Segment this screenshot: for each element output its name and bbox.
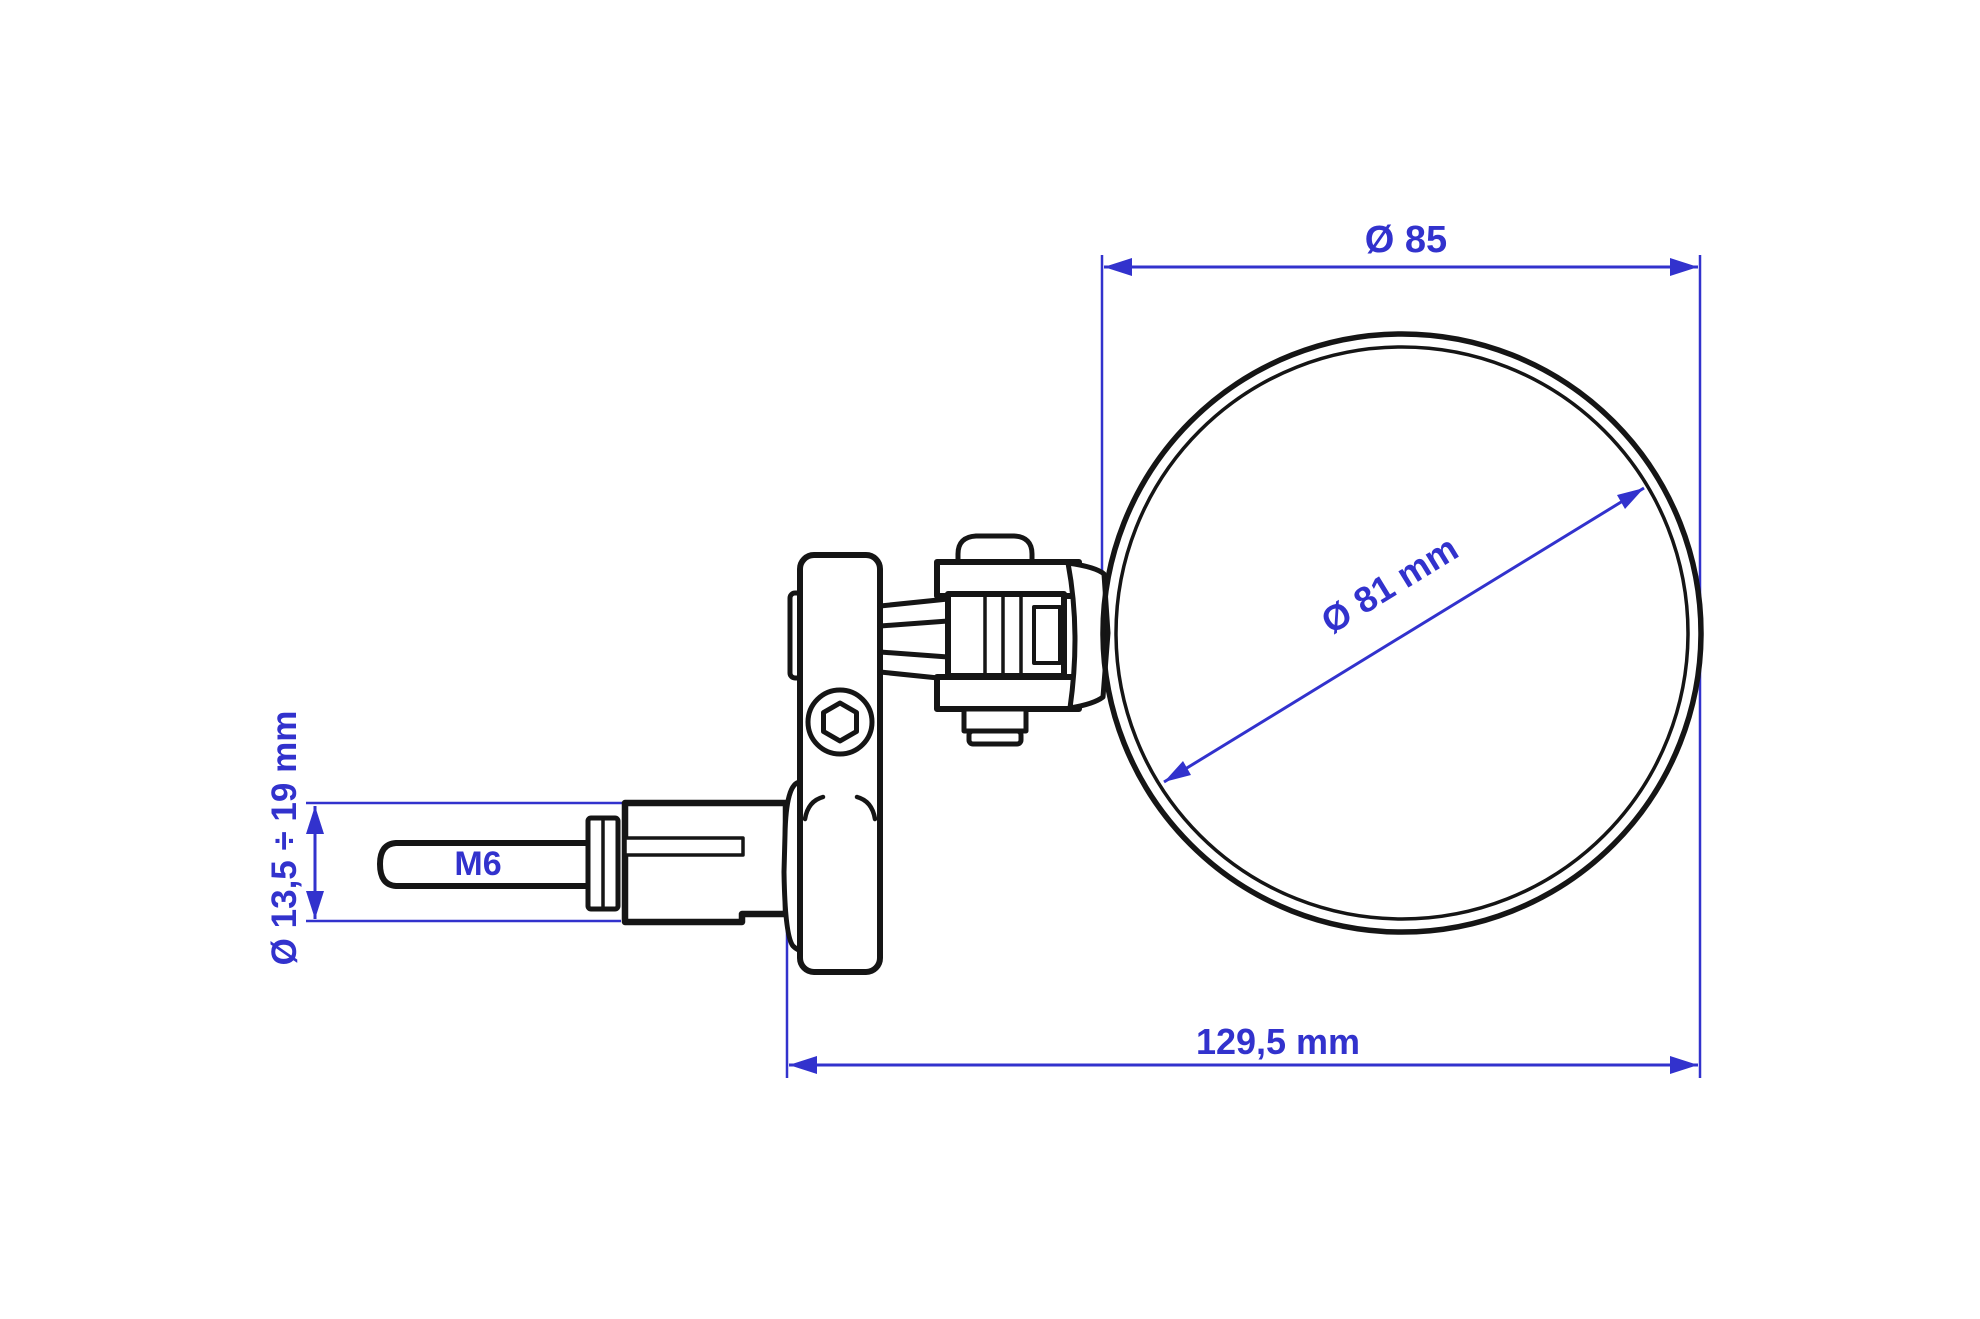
bracket-body — [797, 552, 883, 975]
part-linework — [377, 331, 1704, 975]
arrowhead-lower-icon — [1164, 761, 1191, 782]
dim-label-mirror-diameter: Ø 81 mm — [1314, 527, 1465, 641]
expander-barrel — [621, 799, 790, 926]
hinge-clevis — [934, 533, 1082, 747]
hex-socket-icon — [821, 700, 859, 744]
mirror — [1100, 331, 1704, 935]
mirror-boss — [1065, 560, 1111, 711]
arrowhead-right-icon — [1670, 1056, 1698, 1074]
m6-stud — [377, 840, 595, 889]
dim-label-overall-length: 129,5 mm — [1196, 1021, 1360, 1062]
hinge-nut — [961, 706, 1029, 734]
dimension-mirror-diameter — [1163, 486, 1645, 784]
dome-cap — [955, 533, 1035, 569]
dim-label-outer-diameter: Ø 85 — [1365, 219, 1447, 261]
top-plate — [934, 559, 1082, 599]
dimension-lines — [306, 255, 1702, 1078]
pin-end — [1032, 605, 1062, 665]
arrowhead-left-icon — [1104, 258, 1132, 276]
dimension-clamp-range — [306, 801, 627, 923]
arrowhead-right-icon — [1670, 258, 1698, 276]
barrel-slot — [623, 836, 745, 857]
clamp-bolt — [805, 687, 875, 757]
arrowhead-left-icon — [789, 1056, 817, 1074]
flange-washer — [585, 815, 621, 912]
arrowhead-up-icon — [306, 806, 324, 834]
bottom-plate — [934, 674, 1082, 712]
thread-label: M6 — [454, 845, 501, 883]
fork-arm — [877, 596, 951, 682]
dimension-overall-length — [785, 930, 1698, 1078]
mirror-rim-outer — [1100, 331, 1704, 935]
arrowhead-upper-icon — [1617, 488, 1644, 509]
hinge-washer — [966, 728, 1024, 747]
dimension-line — [1163, 486, 1645, 784]
dim-label-clamp-range: Ø 13,5 ÷ 19 mm — [265, 711, 304, 966]
fillet-marks — [802, 794, 878, 822]
arrowhead-down-icon — [306, 891, 324, 919]
dimension-outer-diameter — [1100, 255, 1702, 1078]
mirror-glass-edge — [1114, 345, 1690, 921]
